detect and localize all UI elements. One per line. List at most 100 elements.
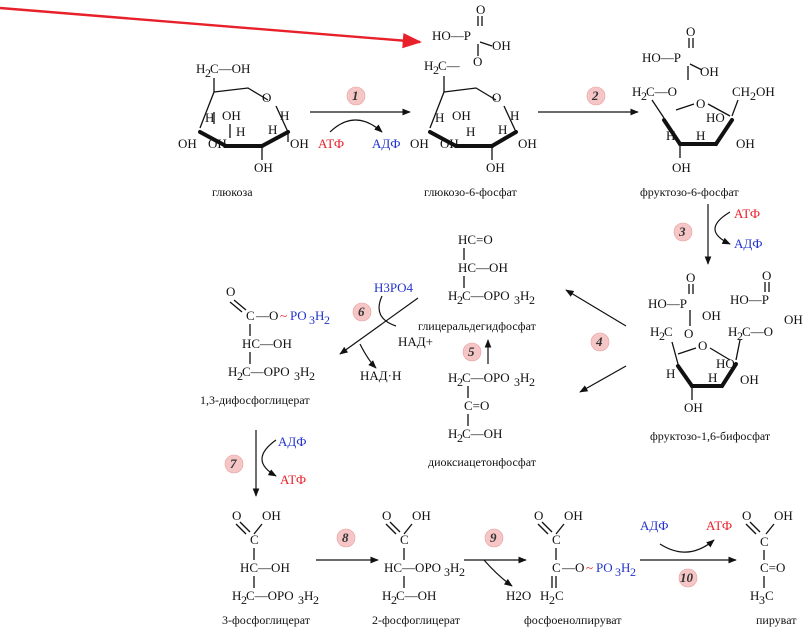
svg-text:2: 2 (457, 375, 463, 389)
svg-text:OH: OH (672, 160, 691, 175)
svg-text:OH: OH (756, 84, 775, 99)
compound-g6p: глюкозо-6-фосфат (424, 185, 517, 199)
step-4-arrow-up (565, 289, 627, 327)
compound-pyruvate: пируват (756, 613, 797, 627)
atp-label: АТФ (706, 518, 732, 533)
svg-text:3: 3 (298, 593, 304, 607)
step-4-badge: 4 (595, 334, 603, 349)
nadh-label: НАД·Н (360, 368, 401, 383)
svg-text:2: 2 (549, 593, 555, 607)
step-7-badge: 7 (230, 456, 237, 471)
svg-text:O: O (762, 268, 771, 283)
svg-text:2: 2 (237, 369, 243, 383)
svg-text:HO—P: HO—P (730, 292, 769, 307)
svg-text:3: 3 (514, 293, 520, 307)
svg-text:H: H (728, 324, 737, 339)
svg-text:OH: OH (410, 136, 429, 151)
compound-pep: фосфоенолпируват (524, 613, 622, 627)
svg-text:C=O: C=O (464, 398, 489, 413)
svg-text:H: H (382, 588, 391, 603)
svg-text:H: H (632, 84, 641, 99)
svg-text:3: 3 (514, 375, 520, 389)
svg-text:H: H (236, 124, 245, 139)
svg-text:H: H (650, 324, 659, 339)
svg-text:C: C (555, 588, 564, 603)
svg-text:H: H (228, 364, 237, 379)
svg-text:HO: HO (706, 110, 725, 125)
svg-text:2: 2 (205, 66, 211, 80)
svg-text:HO—P: HO—P (432, 28, 471, 43)
svg-text:C—O: C—O (646, 84, 677, 99)
svg-text:2: 2 (457, 431, 463, 445)
svg-text:H: H (510, 108, 519, 123)
svg-text:3: 3 (444, 565, 450, 579)
svg-text:HC—OH: HC—OH (242, 336, 292, 351)
compound-f16bp: фруктозо-1,6-бифосфат (650, 429, 771, 443)
nad-label: НАД+ (398, 334, 433, 349)
svg-text:OH: OH (290, 136, 309, 151)
svg-text:C—OH: C—OH (462, 426, 502, 441)
svg-text:O: O (382, 508, 391, 523)
svg-text:2: 2 (659, 329, 665, 343)
svg-text:O: O (742, 508, 751, 523)
atp-label: АТФ (280, 472, 306, 487)
svg-text:OH: OH (736, 136, 755, 151)
svg-text:H: H (268, 122, 277, 137)
svg-text:3: 3 (615, 565, 621, 579)
svg-text:O: O (476, 2, 485, 17)
compound-glucose: глюкоза (212, 185, 253, 199)
svg-text:C: C (552, 532, 561, 547)
svg-text:C: C (664, 324, 673, 339)
svg-text:2: 2 (457, 293, 463, 307)
step-5-badge: 5 (468, 344, 475, 359)
svg-text:HO—P: HO—P (642, 50, 681, 65)
svg-text:OH: OH (784, 312, 803, 327)
svg-text:2: 2 (313, 593, 319, 607)
atp-label: АТФ (318, 136, 344, 151)
svg-text:H: H (280, 108, 289, 123)
svg-text:OH: OH (440, 136, 459, 151)
svg-text:OH: OH (518, 136, 537, 151)
compound-f6p: фруктозо-6-фосфат (640, 185, 739, 199)
svg-text:2: 2 (529, 293, 535, 307)
svg-text:H: H (708, 370, 717, 385)
svg-text:O: O (226, 284, 235, 299)
svg-text:OH: OH (684, 400, 703, 415)
svg-text:H: H (750, 588, 759, 603)
svg-text:3: 3 (294, 369, 300, 383)
svg-text:H: H (435, 110, 444, 125)
svg-text:H: H (520, 370, 529, 385)
svg-text:OH: OH (486, 160, 505, 175)
compound-pg3: 3-фосфоглицерат (222, 613, 311, 627)
compound-dhap: диоксиацетонфосфат (428, 455, 537, 469)
svg-text:OH: OH (492, 38, 511, 53)
step-10-badge: 10 (680, 570, 694, 585)
svg-text:O: O (686, 270, 695, 285)
svg-text:—O: —O (561, 560, 584, 575)
svg-text:H: H (424, 58, 433, 73)
svg-text:2: 2 (630, 565, 636, 579)
svg-text:O: O (684, 326, 693, 341)
svg-text:C: C (246, 308, 255, 323)
svg-text:O: O (262, 90, 271, 105)
svg-text:H: H (666, 366, 675, 381)
step-1-badge: 1 (352, 88, 359, 103)
svg-text:O: O (698, 338, 707, 353)
svg-text:H: H (448, 426, 457, 441)
svg-text:H: H (196, 61, 205, 76)
svg-text:O: O (492, 90, 501, 105)
svg-text:3: 3 (759, 593, 765, 607)
svg-text:PO: PO (290, 308, 307, 323)
svg-text:OH: OH (178, 136, 197, 151)
svg-text:C: C (250, 532, 259, 547)
svg-text:C—OH: C—OH (210, 61, 250, 76)
svg-text:HC—OH: HC—OH (240, 560, 290, 575)
